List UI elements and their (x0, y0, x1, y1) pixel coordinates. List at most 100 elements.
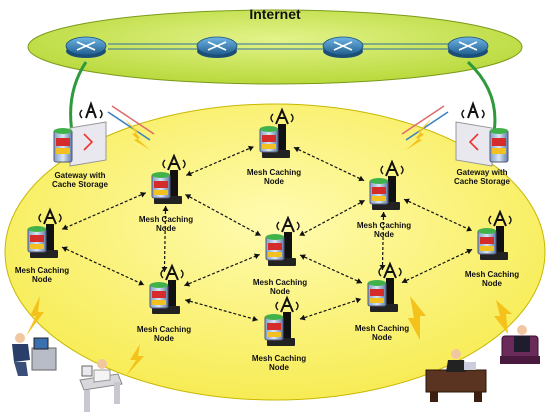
user-icon (425, 349, 487, 402)
antenna-icon (493, 209, 507, 227)
mesh-caching-node-icon (27, 207, 62, 258)
antenna-icon (275, 107, 289, 125)
mesh-link (299, 298, 362, 320)
mesh-caching-node-icon (265, 215, 300, 266)
mesh-link-arrowhead (355, 297, 362, 304)
node-label-line2: Node (155, 224, 176, 233)
gateway-label-right: Gateway with Cache Storage (454, 168, 510, 186)
gateway-label-line1: Gateway with (456, 168, 508, 177)
gateway-signal-right (401, 105, 449, 150)
mesh-link-arrowhead (186, 170, 193, 177)
user-icon (79, 359, 123, 412)
mesh-caching-node-icon (367, 261, 402, 312)
router-icon (196, 36, 238, 58)
mesh-link-arrowhead (356, 278, 362, 284)
mesh-link (185, 193, 261, 237)
mesh-caching-nodes (27, 107, 512, 346)
mesh-link-arrowhead (299, 230, 306, 236)
cache-icon (477, 228, 497, 255)
cache-icon (27, 226, 47, 253)
node-label-line2: Node (373, 230, 394, 239)
mesh-link-arrowhead (466, 225, 473, 232)
mesh-link-arrowhead (247, 145, 254, 152)
mesh-link-arrowhead (162, 205, 169, 212)
mesh-link (185, 299, 258, 321)
cache-icon (259, 126, 279, 153)
router-icon (447, 36, 489, 58)
mesh-link-arrowhead (379, 264, 386, 271)
mesh-link-arrowhead (293, 146, 300, 153)
mesh-link-arrowhead (185, 298, 191, 305)
mesh-link (61, 192, 147, 230)
antenna-icon (43, 207, 57, 225)
gateway-label-left: Gateway with Cache Storage (52, 171, 108, 189)
mesh-link-arrowhead (61, 246, 68, 252)
router-icon (65, 36, 107, 58)
node-label-line2: Node (263, 177, 284, 186)
mesh-link (299, 199, 365, 237)
mesh-caching-node-icon (149, 263, 184, 314)
antenna-icon (383, 261, 397, 279)
mesh-link (163, 205, 167, 273)
antenna-icon (165, 263, 179, 281)
node-label-line2: Node (268, 363, 289, 372)
node-label-line2: Node (371, 333, 392, 342)
gateway-label-line2: Cache Storage (453, 177, 511, 186)
mesh-link-arrowhead (184, 280, 191, 287)
mesh-link-arrowhead (299, 314, 306, 321)
cache-icon (149, 282, 169, 309)
internet-cloud (27, 9, 523, 85)
mesh-link-arrowhead (253, 253, 260, 260)
cache-icon (151, 172, 171, 199)
router-links (108, 43, 450, 50)
antenna-icon (385, 159, 399, 177)
cache-icon (265, 234, 285, 261)
mesh-caching-node-icon (477, 209, 512, 260)
cache-icon (369, 178, 389, 205)
user-icon (500, 325, 540, 364)
gateway-uplink-left (69, 61, 88, 133)
mesh-link (293, 146, 365, 182)
mesh-link (403, 198, 473, 232)
mesh-link (299, 254, 363, 284)
mesh-link-arrowhead (252, 315, 258, 322)
antenna-icon (280, 295, 294, 313)
node-label-line1: Mesh Caching (251, 354, 307, 363)
mesh-link (61, 246, 145, 286)
cache-icon (367, 280, 387, 307)
node-label-line2: Node (269, 287, 290, 296)
gateway-label-line1: Gateway with (54, 171, 106, 180)
node-label-line1: Mesh Caching (246, 168, 302, 177)
internet-title: Internet (249, 6, 301, 22)
gateway-signal-left (107, 105, 155, 150)
user-icon (12, 333, 57, 376)
cache-icon (264, 314, 284, 341)
mesh-link (186, 146, 254, 176)
mesh-link-arrowhead (358, 200, 365, 206)
mesh-link-arrowhead (300, 254, 306, 260)
node-label-line1: Mesh Caching (464, 270, 520, 279)
node-label-line1: Mesh Caching (138, 215, 194, 224)
mesh-link-arrowhead (401, 277, 408, 284)
node-label-line1: Mesh Caching (354, 324, 410, 333)
mesh-link-arrowhead (140, 192, 146, 198)
mesh-caching-node-icon (369, 159, 404, 210)
mesh-caching-node-icon (151, 153, 186, 204)
gateway-uplink-right (466, 60, 497, 133)
mesh-link-arrowhead (403, 198, 410, 205)
node-label-line1: Mesh Caching (136, 325, 192, 334)
mesh-link-arrowhead (62, 224, 68, 230)
router-icon (322, 36, 364, 58)
node-label-line1: Mesh Caching (356, 221, 412, 230)
mesh-link (184, 253, 260, 287)
